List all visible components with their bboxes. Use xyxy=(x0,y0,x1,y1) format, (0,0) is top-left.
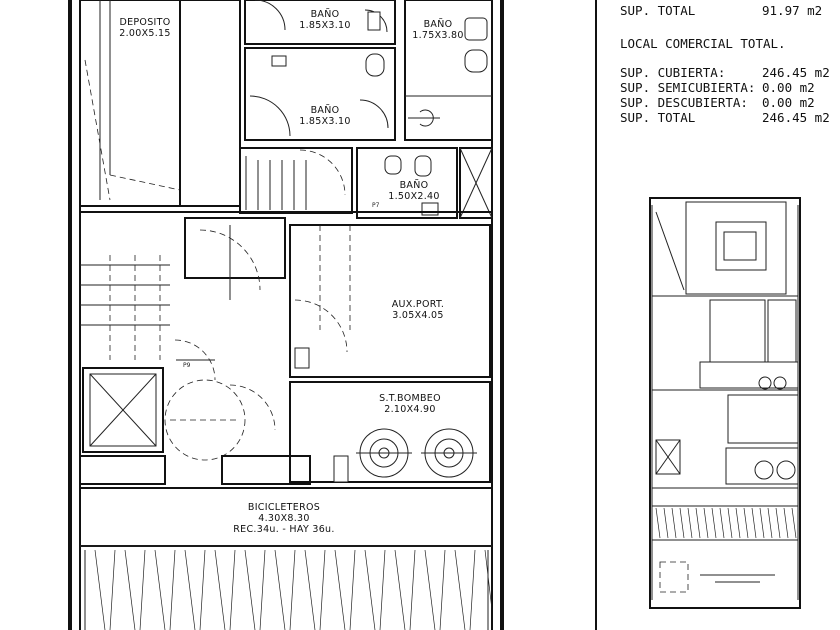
row-total-value: 246.45 m2 xyxy=(762,110,830,125)
bombeo-dims: 2.10X4.90 xyxy=(384,404,436,415)
bano-3-dims: 1.85X3.10 xyxy=(299,116,351,127)
bombeo-name: S.T.BOMBEO xyxy=(379,393,441,404)
marker-p7: P7 xyxy=(372,202,380,209)
bano-3-name: BAÑO xyxy=(311,105,340,116)
bano-4-dims: 1.50X2.40 xyxy=(388,191,440,202)
row-descubierta-value: 0.00 m2 xyxy=(762,95,815,110)
bicis-note: REC.34u. - HAY 36u. xyxy=(233,524,334,535)
mini-plan-thumbnail xyxy=(649,197,801,609)
prev-total-value: 91.97 m2 xyxy=(762,3,822,18)
stairs xyxy=(239,147,353,214)
row-descubierta-label: SUP. DESCUBIERTA: xyxy=(620,95,748,110)
bike-racks xyxy=(80,545,493,630)
auxport-name: AUX.PORT. xyxy=(392,299,445,310)
bano-1-room xyxy=(244,0,396,45)
elevator-shaft xyxy=(82,367,164,453)
prev-total-label: SUP. TOTAL xyxy=(620,3,695,18)
pump-right xyxy=(421,428,477,478)
bano-3-room xyxy=(244,47,396,141)
bombeo-room xyxy=(289,381,491,483)
auxport-dims: 3.05X4.05 xyxy=(392,310,444,321)
row-cubierta-label: SUP. CUBIERTA: xyxy=(620,65,725,80)
marker-p9: P9 xyxy=(183,362,191,369)
bano-4-name: BAÑO xyxy=(400,180,429,191)
bano-2-name: BAÑO xyxy=(424,19,453,30)
bano-2-dims: 1.75X3.80 xyxy=(412,30,464,41)
bano-2-room xyxy=(404,0,493,141)
row-semicubierta-value: 0.00 m2 xyxy=(762,80,815,95)
bano-1-dims: 1.85X3.10 xyxy=(299,20,351,31)
bano-4-room xyxy=(356,147,458,219)
pump-left xyxy=(356,428,412,478)
deposito-dims: 2.00X5.15 xyxy=(119,28,171,39)
bano-1-name: BAÑO xyxy=(311,9,340,20)
row-cubierta-value: 246.45 m2 xyxy=(762,65,830,80)
section-title: LOCAL COMERCIAL TOTAL. xyxy=(620,36,786,51)
main-floor-plan xyxy=(68,0,504,630)
deposito-name: DEPOSITO xyxy=(119,17,170,28)
bicis-dims: 4.30X8.30 xyxy=(258,513,310,524)
row-semicubierta-label: SUP. SEMICUBIERTA: xyxy=(620,80,755,95)
left-ramp xyxy=(80,255,170,360)
row-total-label: SUP. TOTAL xyxy=(620,110,695,125)
area-summary-table: SUP. TOTAL 91.97 m2 LOCAL COMERCIAL TOTA… xyxy=(620,3,830,125)
auxport-room xyxy=(289,224,491,378)
bicis-name: BICICLETEROS xyxy=(248,502,320,513)
